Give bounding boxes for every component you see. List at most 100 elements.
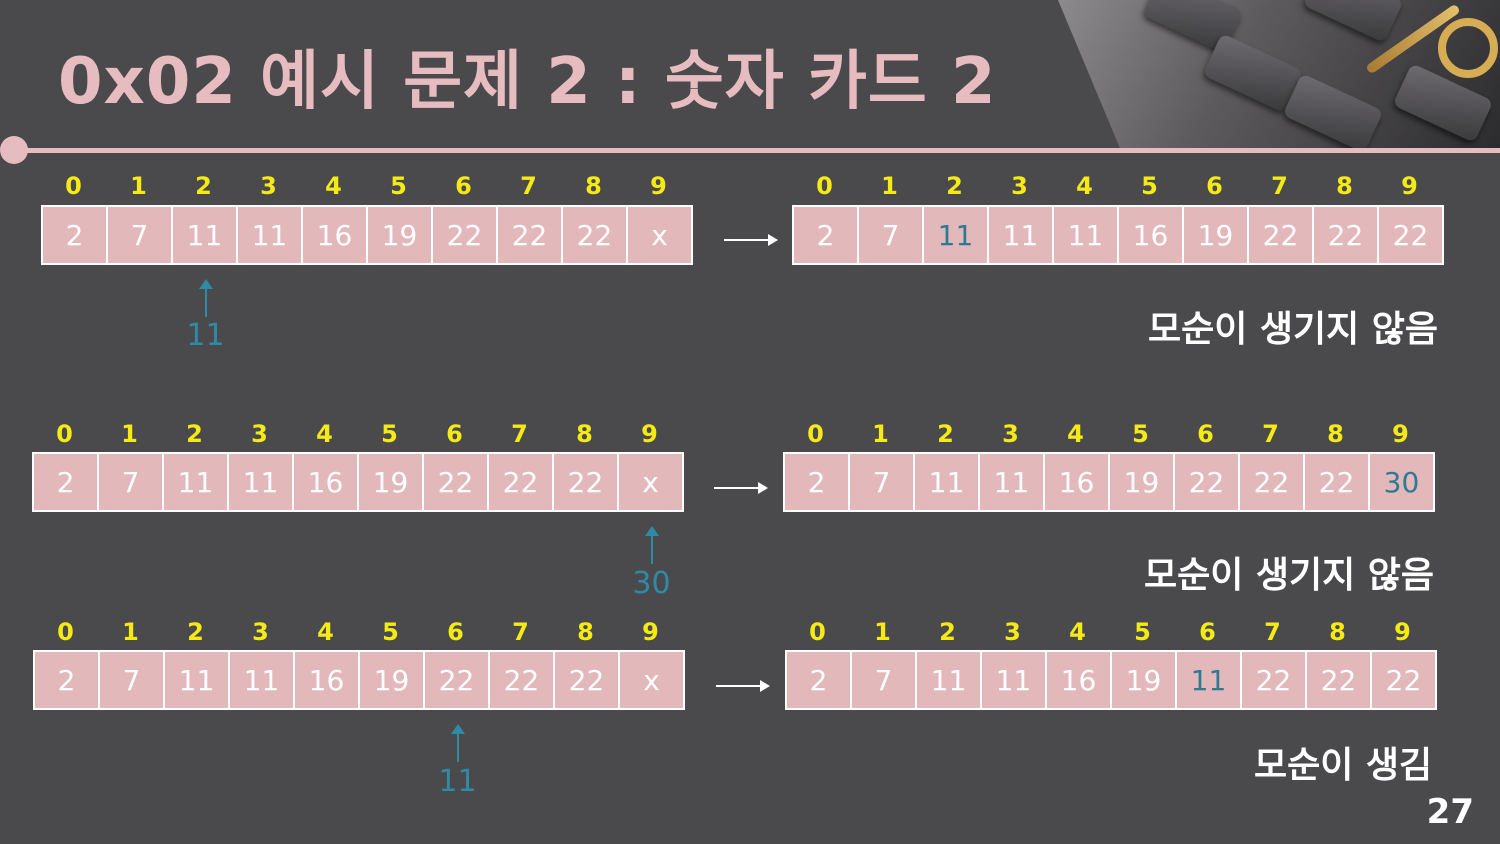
array-cell: 22 [490, 652, 555, 708]
array-cell: 16 [303, 207, 368, 263]
array-cell: 2 [34, 454, 99, 510]
array-cell: 22 [1305, 454, 1370, 510]
index-label: 6 [446, 420, 463, 448]
array-cell: 16 [1119, 207, 1184, 263]
array-cell: 22 [433, 207, 498, 263]
array-cell: 11 [924, 207, 989, 263]
page-number: 27 [1426, 792, 1474, 832]
index-label: 9 [1392, 420, 1409, 448]
index-label: 3 [1004, 618, 1021, 646]
index-label: 5 [1134, 618, 1151, 646]
index-label: 0 [56, 420, 73, 448]
page-title: 0x02 예시 문제 2 : 숫자 카드 2 [58, 45, 997, 119]
index-label: 7 [1262, 420, 1279, 448]
array-cell: 7 [850, 454, 915, 510]
right-arrow-icon [724, 234, 778, 246]
index-label: 5 [1132, 420, 1149, 448]
index-label: 9 [650, 172, 667, 200]
index-label: 3 [252, 618, 269, 646]
array-cell: 11 [1177, 652, 1242, 708]
index-label: 7 [511, 420, 528, 448]
index-label: 4 [325, 172, 342, 200]
array-cell: 19 [368, 207, 433, 263]
index-label: 1 [130, 172, 147, 200]
index-label: 4 [1076, 172, 1093, 200]
index-label: 6 [1199, 618, 1216, 646]
index-label: 4 [316, 420, 333, 448]
array-cell: 22 [1240, 454, 1305, 510]
decorative-keyboard-image [1058, 0, 1500, 148]
index-label: 2 [946, 172, 963, 200]
index-label: 3 [1011, 172, 1028, 200]
array-cell: 19 [360, 652, 425, 708]
index-label: 8 [585, 172, 602, 200]
array-cell: 7 [100, 652, 165, 708]
result-note: 모순이 생김 [1254, 745, 1433, 786]
index-label: 7 [512, 618, 529, 646]
index-label: 3 [1002, 420, 1019, 448]
index-label: 8 [577, 618, 594, 646]
array-cell: 22 [554, 454, 619, 510]
index-label: 9 [1401, 172, 1418, 200]
index-label: 1 [872, 420, 889, 448]
right-arrow-icon [714, 482, 768, 494]
array-cell: 2 [787, 652, 852, 708]
index-label: 0 [809, 618, 826, 646]
array-cell: 11 [173, 207, 238, 263]
array-cell: 11 [238, 207, 303, 263]
divider-dot [0, 136, 28, 164]
index-label: 6 [455, 172, 472, 200]
result-note: 모순이 생기지 않음 [1148, 309, 1439, 350]
array-cell: 19 [1112, 652, 1177, 708]
array-cell: 7 [108, 207, 173, 263]
array-cell: 7 [99, 454, 164, 510]
array-cell: 2 [43, 207, 108, 263]
index-label: 2 [939, 618, 956, 646]
index-label: 2 [187, 618, 204, 646]
up-arrow-icon [644, 526, 659, 564]
index-label: 0 [65, 172, 82, 200]
array-cell: 11 [915, 454, 980, 510]
index-label: 1 [881, 172, 898, 200]
index-label: 4 [1067, 420, 1084, 448]
array-cell: 11 [980, 454, 1045, 510]
array-cell: 7 [852, 652, 917, 708]
index-label: 7 [1264, 618, 1281, 646]
index-label: 9 [642, 618, 659, 646]
index-label: 0 [807, 420, 824, 448]
index-label: 3 [260, 172, 277, 200]
index-label: 2 [195, 172, 212, 200]
array-cell: 22 [563, 207, 628, 263]
index-label: 1 [121, 420, 138, 448]
index-label: 6 [1197, 420, 1214, 448]
array-cell: 16 [295, 652, 360, 708]
array-cell: 16 [1047, 652, 1112, 708]
array-cell: 2 [785, 454, 850, 510]
array-cell: 19 [1110, 454, 1175, 510]
index-label: 9 [641, 420, 658, 448]
index-label: 6 [447, 618, 464, 646]
right-arrow-icon [716, 680, 770, 692]
array-cell: 11 [917, 652, 982, 708]
array-cell: 22 [1175, 454, 1240, 510]
array-cell: 11 [165, 652, 230, 708]
array-cell: 22 [489, 454, 554, 510]
index-label: 9 [1394, 618, 1411, 646]
index-label: 3 [251, 420, 268, 448]
array-cell: 22 [1242, 652, 1307, 708]
array-cell: 22 [1379, 207, 1442, 263]
array-cell: 2 [794, 207, 859, 263]
index-label: 5 [1141, 172, 1158, 200]
array-cell: 22 [555, 652, 620, 708]
array-cell: x [620, 652, 683, 708]
index-label: 8 [1329, 618, 1346, 646]
